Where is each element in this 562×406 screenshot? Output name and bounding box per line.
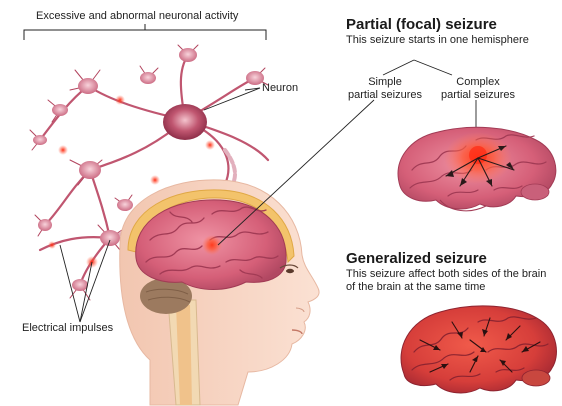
complex-partial-label-line1: Complex <box>436 76 520 89</box>
partial-seizure-brain <box>398 127 556 210</box>
generalized-seizure-brain <box>401 306 556 393</box>
head-profile <box>120 180 319 405</box>
complex-partial-label-line2: partial seizures <box>436 89 520 102</box>
generalized-seizure-line2: of the brain at the same time <box>346 281 485 294</box>
partial-seizure-subtitle: This seizure starts in one hemisphere <box>346 34 529 47</box>
generalized-seizure-line1: This seizure affect both sides of the br… <box>346 268 546 281</box>
electrical-impulses-label: Electrical impulses <box>22 322 113 335</box>
activity-bracket <box>24 24 266 40</box>
simple-partial-label-line2: partial seizures <box>345 89 425 102</box>
simple-partial-label-line1: Simple <box>345 76 425 89</box>
neuron-label: Neuron <box>262 82 298 95</box>
generalized-seizure-title: Generalized seizure <box>346 250 487 267</box>
partial-seizure-title: Partial (focal) seizure <box>346 16 497 33</box>
neuronal-activity-label: Excessive and abnormal neuronal activity <box>36 10 238 23</box>
